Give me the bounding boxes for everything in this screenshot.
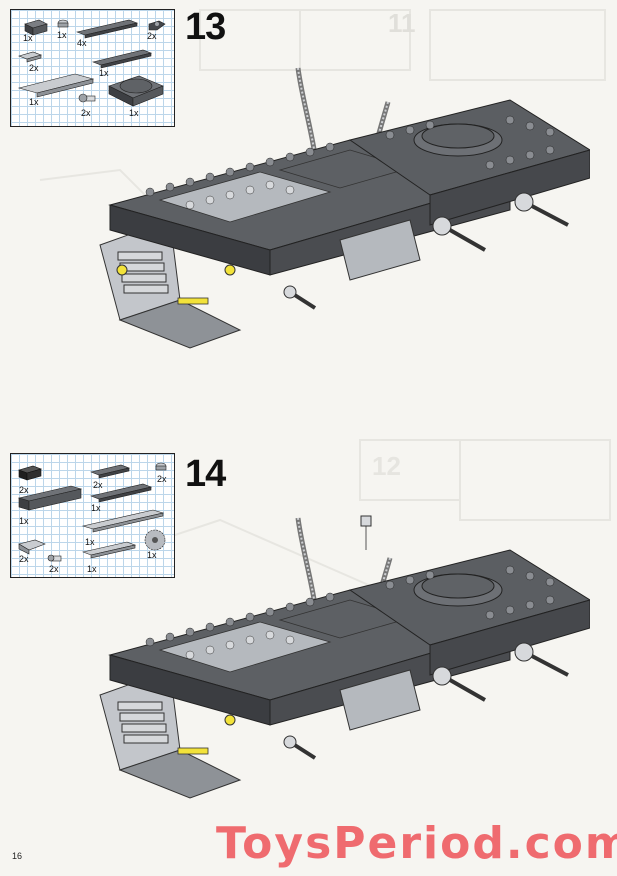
turntable-dark-icon	[108, 75, 164, 107]
plate-1x2-light-icon	[18, 51, 42, 63]
parts-callout-step-13: 1x 1x 4x 2x 2x 1x 1x 2x 1x	[10, 9, 175, 127]
brick-1x2-dark-icon	[24, 19, 48, 36]
part-qty: 2x	[157, 474, 167, 484]
plate-1x6-dark-icon	[89, 483, 153, 503]
part-qty: 2x	[29, 63, 39, 73]
pin-axle-connector-icon	[78, 93, 96, 103]
slope-brick-dark-icon	[148, 20, 166, 31]
part-qty: 1x	[23, 33, 33, 43]
part-qty: 1x	[87, 564, 97, 574]
parts-callout-step-14: 2x 2x 2x 1x 1x 1x 2x 2x 1x 1x	[10, 453, 175, 578]
round-plate-1x1-icon	[57, 19, 69, 28]
assembly-illustration-step-13	[99, 67, 590, 349]
part-qty: 1x	[19, 516, 29, 526]
step-number: 14	[185, 453, 226, 495]
step-number: 13	[185, 6, 226, 48]
plate-1x6-dark-icon	[75, 19, 139, 39]
part-qty: 1x	[129, 108, 139, 118]
round-plate-1x1-icon	[155, 462, 167, 471]
part-qty: 2x	[81, 108, 91, 118]
part-qty: 1x	[29, 97, 39, 107]
part-qty: 2x	[19, 485, 29, 495]
slope-plate-light-icon	[18, 539, 46, 555]
assembly-illustration-step-14	[99, 515, 590, 799]
plate-1x8-light-icon	[81, 509, 165, 533]
brick-1x2-black-icon	[18, 465, 42, 481]
plate-1x6-light-icon	[81, 541, 137, 559]
part-qty: 1x	[91, 503, 101, 513]
part-qty: 2x	[147, 31, 157, 41]
part-qty: 1x	[147, 550, 157, 560]
pin-connector-icon	[47, 554, 62, 562]
plate-2x6-light-icon	[17, 73, 95, 98]
part-qty: 2x	[93, 480, 103, 490]
svg-text:11: 11	[388, 8, 416, 38]
svg-text:12: 12	[372, 451, 401, 481]
plate-1x6-dark-icon	[91, 49, 153, 69]
part-qty: 1x	[99, 68, 109, 78]
plate-1x4-dark-icon	[89, 464, 131, 479]
part-qty: 1x	[57, 30, 67, 40]
part-qty: 2x	[19, 554, 29, 564]
gear-grey-icon	[144, 529, 166, 551]
part-qty: 2x	[49, 564, 59, 574]
part-qty: 4x	[77, 38, 87, 48]
part-qty: 1x	[85, 537, 95, 547]
watermark: ToysPeriod.com	[216, 818, 617, 869]
brick-1x6-dark-icon	[17, 485, 83, 511]
page-number: 16	[12, 851, 23, 861]
